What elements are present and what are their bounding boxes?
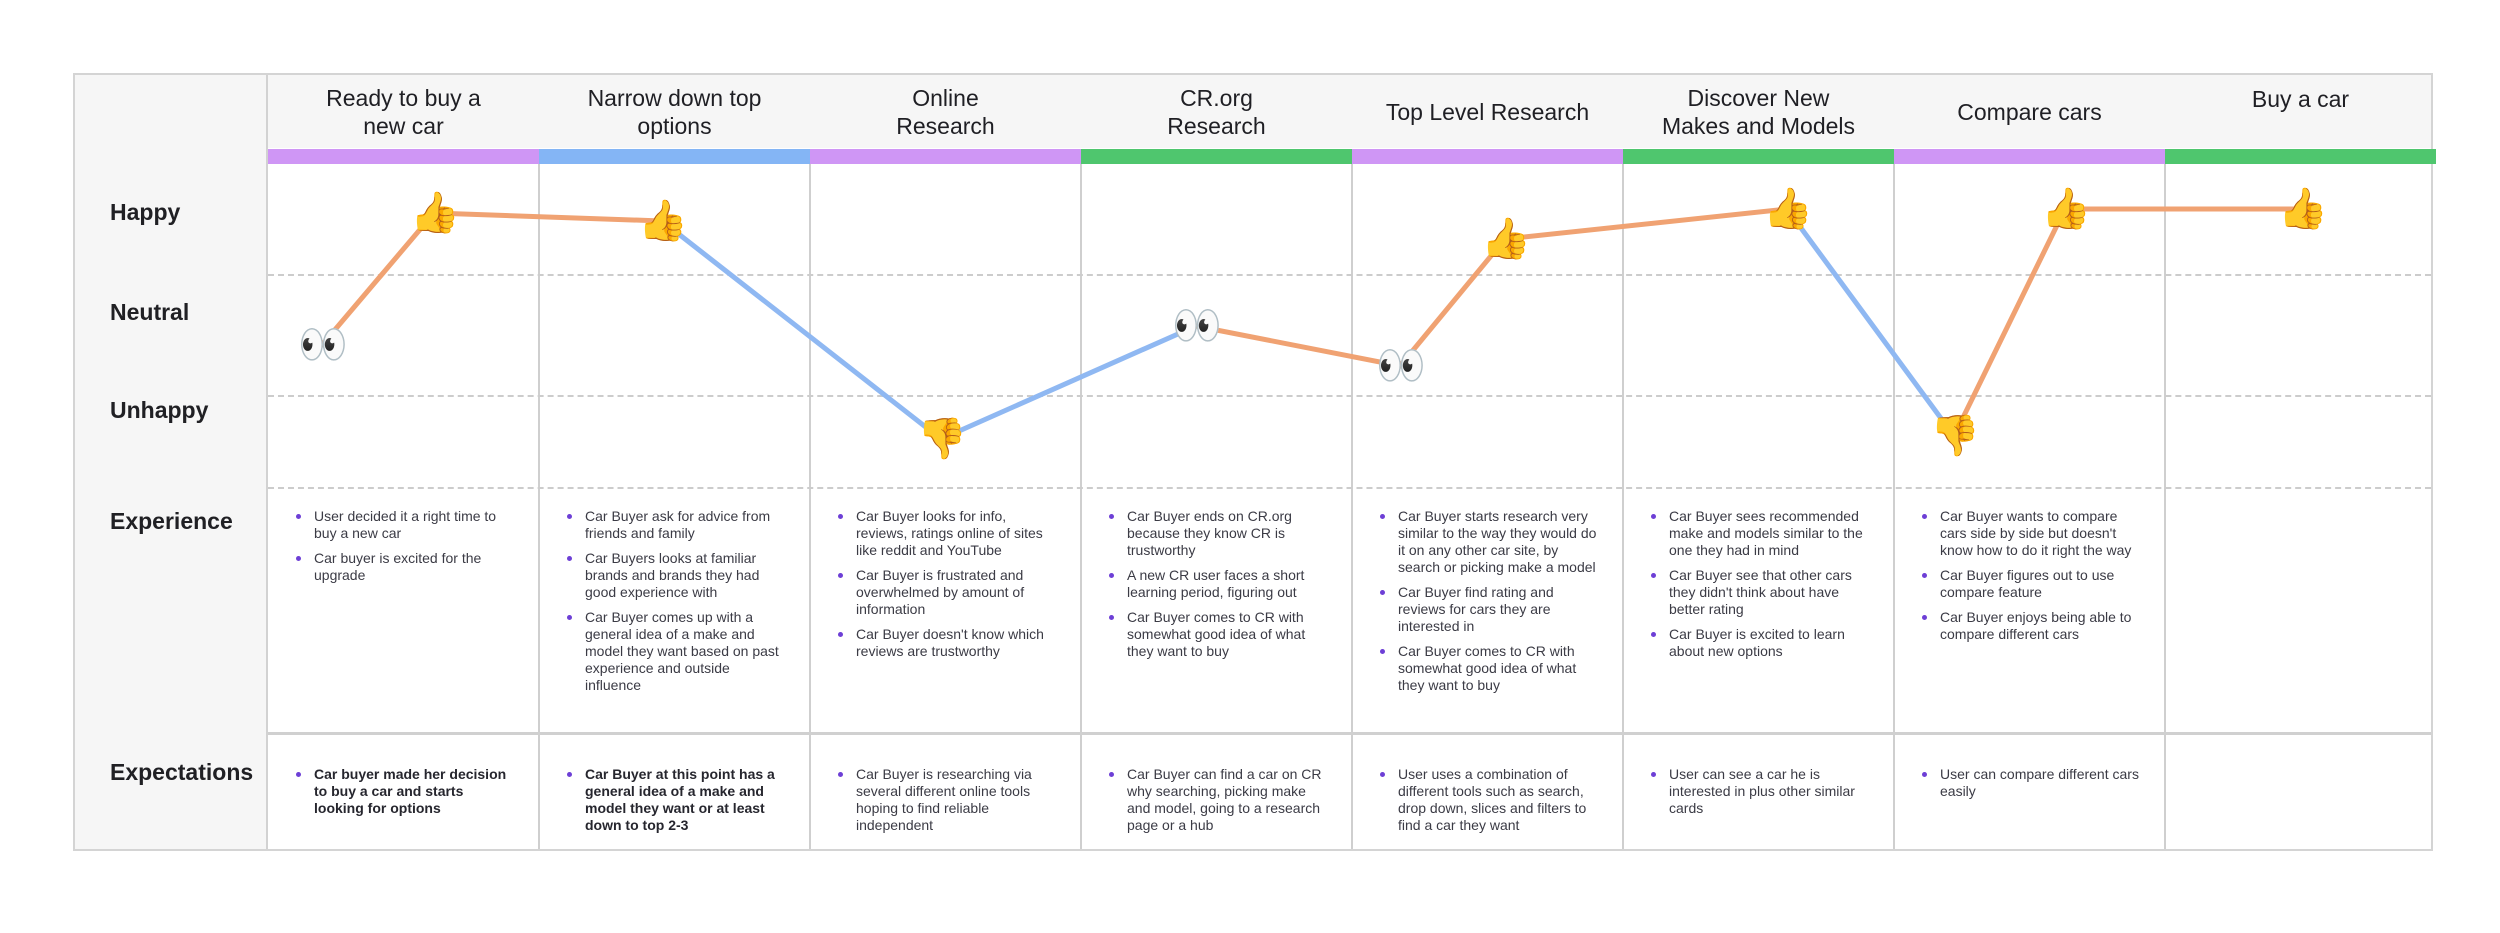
row-label-happy: Happy <box>110 199 181 225</box>
emotion-curve <box>319 206 2305 442</box>
experience-cell-4: Car Buyer ends on CR.org because they kn… <box>1107 508 1329 668</box>
stage-color-bar-1 <box>268 149 539 164</box>
column-divider <box>1893 164 1895 849</box>
thumbs-up-icon: 👍 <box>1481 216 1531 262</box>
experience-cell-1: User decided it a right time to buy a ne… <box>294 508 516 592</box>
stage-color-bar-3 <box>810 149 1081 164</box>
expectations-item: User can see a car he is interested in p… <box>1649 766 1871 817</box>
experience-item: Car Buyer comes up with a general idea o… <box>565 609 787 694</box>
column-divider <box>1351 164 1353 849</box>
eyes-icon: 👀 <box>1376 343 1426 389</box>
experience-item: Car Buyer is excited to learn about new … <box>1649 626 1871 660</box>
row-divider-dashed <box>268 487 2431 489</box>
curve-segment <box>1193 323 1403 369</box>
eyes-icon: 👀 <box>1172 303 1222 349</box>
expectations-item: Car Buyer at this point has a general id… <box>565 766 787 834</box>
stage-header-band <box>268 75 2431 148</box>
thumbs-up-icon: 👍 <box>2041 186 2091 232</box>
experience-cell-6: Car Buyer sees recommended make and mode… <box>1649 508 1871 668</box>
curve-segment <box>1502 206 1790 242</box>
curve-segment <box>431 210 665 224</box>
experience-cell-7: Car Buyer wants to compare cars side by … <box>1920 508 2142 651</box>
thumbs-down-icon: 👎 <box>1930 413 1980 459</box>
experience-item: Car Buyer sees recommended make and mode… <box>1649 508 1871 559</box>
journey-map-board: Ready to buy a new car Narrow down top op… <box>73 73 2436 851</box>
thumbs-up-icon: 👍 <box>638 198 688 244</box>
experience-item: Car Buyer enjoys being able to compare d… <box>1920 609 2142 643</box>
row-label-expectations: Expectations <box>110 759 254 785</box>
stage-title-8: Buy a car <box>2251 86 2350 112</box>
thumbs-up-icon: 👍 <box>410 190 460 236</box>
stage-color-bar-7 <box>1894 149 2165 164</box>
curve-segment <box>938 323 1199 442</box>
experience-item: Car Buyer ask for advice from friends an… <box>565 508 787 542</box>
column-divider <box>538 164 540 849</box>
experience-item: Car Buyer wants to compare cars side by … <box>1920 508 2142 559</box>
expectations-cell-7: User can compare different cars easily <box>1920 766 2142 808</box>
stage-color-bar-6 <box>1623 149 1894 164</box>
expectations-item: Car buyer made her decision to buy a car… <box>294 766 516 817</box>
curve-segment <box>659 218 944 442</box>
experience-item: Car buyer is excited for the upgrade <box>294 550 516 584</box>
experience-item: Car Buyer find rating and reviews for ca… <box>1378 584 1600 635</box>
expectations-cell-6: User can see a car he is interested in p… <box>1649 766 1871 825</box>
thumbs-up-icon: 👍 <box>2278 186 2328 232</box>
experience-cell-5: Car Buyer starts research very similar t… <box>1378 508 1600 702</box>
row-divider-dashed <box>268 395 2431 397</box>
experience-item: A new CR user faces a short learning per… <box>1107 567 1329 601</box>
curve-segment <box>319 210 437 348</box>
experience-item: Car Buyer looks for info, reviews, ratin… <box>836 508 1058 559</box>
column-divider <box>809 164 811 849</box>
experience-item: Car Buyer figures out to use compare fea… <box>1920 567 2142 601</box>
stage-title-2: Narrow down top options <box>587 84 762 139</box>
experience-item: Car Buyer comes to CR with somewhat good… <box>1107 609 1329 660</box>
experience-item: Car Buyer doesn't know which reviews are… <box>836 626 1058 660</box>
expectations-item: Car Buyer can find a car on CR why searc… <box>1107 766 1329 834</box>
row-header-column <box>75 75 268 849</box>
stage-color-bar-5 <box>1352 149 1623 164</box>
experience-item: Car Buyer see that other cars they didn'… <box>1649 567 1871 618</box>
experience-item: Car Buyer comes to CR with somewhat good… <box>1378 643 1600 694</box>
expectations-cell-1: Car buyer made her decision to buy a car… <box>294 766 516 825</box>
thumbs-up-icon: 👍 <box>1763 186 1813 232</box>
column-divider <box>1622 164 1624 849</box>
experience-item: Car Buyer is frustrated and overwhelmed … <box>836 567 1058 618</box>
row-label-experience: Experience <box>110 508 233 534</box>
row-divider-solid <box>268 732 2431 735</box>
row-divider-dashed <box>268 274 2431 276</box>
experience-item: Car Buyer ends on CR.org because they kn… <box>1107 508 1329 559</box>
experience-item: Car Buyers looks at familiar brands and … <box>565 550 787 601</box>
curve-segment <box>1784 206 1957 439</box>
expectations-item: Car Buyer is researching via several dif… <box>836 766 1058 834</box>
eyes-icon: 👀 <box>298 322 348 368</box>
expectations-item: User can compare different cars easily <box>1920 766 2142 800</box>
curve-segment <box>1397 236 1508 369</box>
stage-color-bar-4 <box>1081 149 1352 164</box>
thumbs-down-icon: 👎 <box>917 416 967 462</box>
experience-cell-3: Car Buyer looks for info, reviews, ratin… <box>836 508 1058 668</box>
stage-title-5: Top Level Research <box>1385 98 1590 125</box>
experience-item: User decided it a right time to buy a ne… <box>294 508 516 542</box>
curve-segment <box>1951 206 2068 439</box>
expectations-item: User uses a combination of different too… <box>1378 766 1600 834</box>
expectations-cell-2: Car Buyer at this point has a general id… <box>565 766 787 842</box>
row-label-unhappy: Unhappy <box>110 397 209 423</box>
column-divider <box>1080 164 1082 849</box>
stage-title-6: Discover New Makes and Models <box>1661 84 1856 139</box>
stage-title-1: Ready to buy a new car <box>326 84 481 139</box>
experience-item: Car Buyer starts research very similar t… <box>1378 508 1600 576</box>
expectations-cell-5: User uses a combination of different too… <box>1378 766 1600 842</box>
experience-cell-2: Car Buyer ask for advice from friends an… <box>565 508 787 702</box>
column-divider <box>2164 164 2166 849</box>
stage-color-bar-8 <box>2165 149 2436 164</box>
expectations-cell-3: Car Buyer is researching via several dif… <box>836 766 1058 842</box>
expectations-cell-4: Car Buyer can find a car on CR why searc… <box>1107 766 1329 842</box>
row-label-neutral: Neutral <box>110 299 190 325</box>
stage-color-bar-2 <box>539 149 810 164</box>
stage-title-7: Compare cars <box>1957 98 2102 125</box>
stage-title-4: CR.org Research <box>1167 84 1266 139</box>
stage-title-3: Online Research <box>896 84 995 139</box>
